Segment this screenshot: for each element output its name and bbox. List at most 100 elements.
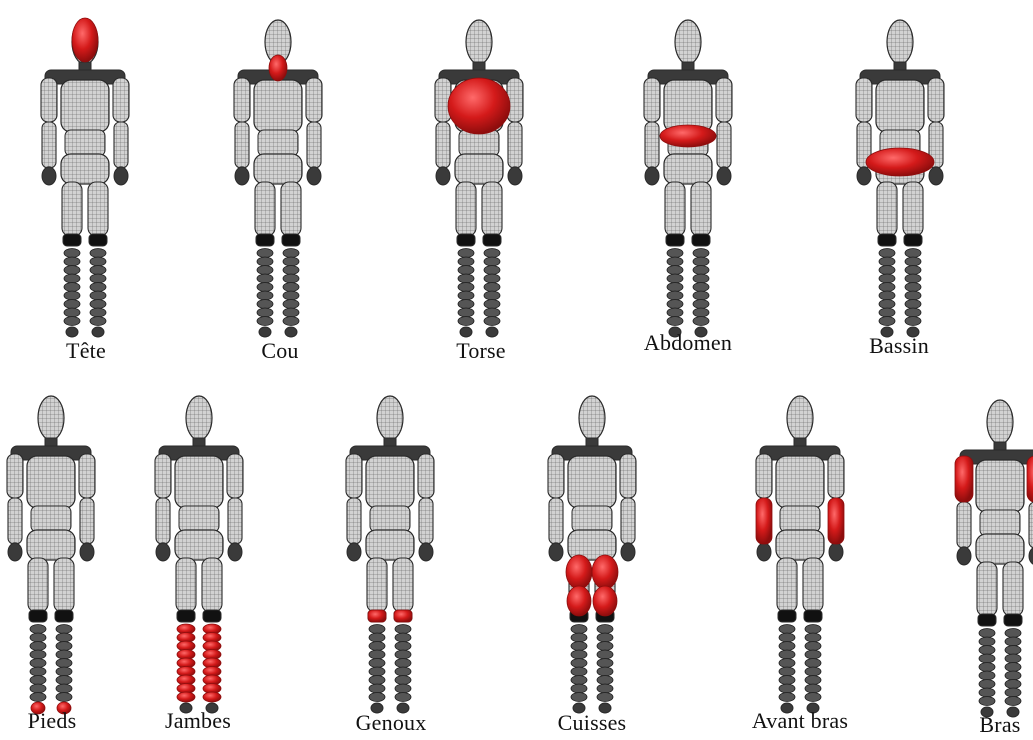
hand-shape <box>957 547 971 565</box>
shin-segment <box>64 283 80 292</box>
hand-shape <box>235 167 249 185</box>
shin-segment <box>779 633 795 642</box>
shin-segment <box>369 659 385 668</box>
shin-segment <box>484 300 500 309</box>
head-shape <box>579 396 605 440</box>
caption-avantbras: Avant bras <box>752 708 848 734</box>
highlight-forearm <box>756 498 772 544</box>
shin-segment <box>56 650 72 659</box>
highlight-upper-arm <box>1027 456 1033 502</box>
shin-segment <box>779 659 795 668</box>
chest-shape <box>664 80 712 132</box>
pelvis-shape <box>976 534 1024 564</box>
head-shape <box>186 396 212 440</box>
upper-arm-shape <box>548 454 564 498</box>
shin-segment <box>90 291 106 300</box>
shin-segment <box>805 676 821 685</box>
forearm-shape <box>645 122 659 168</box>
shin-segment <box>905 317 921 326</box>
shin-segment <box>779 650 795 659</box>
head-shape <box>675 20 701 64</box>
shin-segment <box>597 625 613 634</box>
foot-shape <box>66 327 78 337</box>
shin-segment <box>458 291 474 300</box>
shin-segment <box>779 625 795 634</box>
forearm-shape <box>621 498 635 544</box>
thigh-shape <box>777 558 797 612</box>
shin-segment <box>1005 671 1021 680</box>
shin-segment <box>979 680 995 689</box>
caption-pieds: Pieds <box>28 708 77 734</box>
hand-shape <box>42 167 56 185</box>
caption-jambes: Jambes <box>165 708 231 734</box>
chest-shape <box>27 456 75 508</box>
thigh-shape <box>1003 562 1023 616</box>
shin-segment <box>458 266 474 275</box>
shin-segment <box>283 308 299 317</box>
shin-segment <box>979 629 995 638</box>
shin-segment <box>597 693 613 702</box>
shin-segment <box>30 642 46 651</box>
thigh-shape <box>255 182 275 236</box>
shin-segment <box>64 291 80 300</box>
hand-shape <box>228 543 242 561</box>
shin-segment <box>979 663 995 672</box>
foot-shape <box>92 327 104 337</box>
shin-segment <box>283 257 299 266</box>
shin-segment <box>571 676 587 685</box>
figure-jambes <box>154 386 244 706</box>
shin-segment <box>905 266 921 275</box>
hand-shape <box>419 543 433 561</box>
shin-segment <box>979 697 995 706</box>
shin-segment <box>257 274 273 283</box>
forearm-shape <box>228 498 242 544</box>
shin-segment <box>667 291 683 300</box>
shin-segment <box>805 625 821 634</box>
shin-segment <box>879 300 895 309</box>
shin-segment <box>30 684 46 693</box>
abdomen-shape <box>31 506 71 532</box>
thigh-shape <box>88 182 108 236</box>
shin-segment <box>30 650 46 659</box>
shin-segment <box>905 308 921 317</box>
shin-segment <box>56 684 72 693</box>
chest-shape <box>876 80 924 132</box>
shin-segment <box>667 308 683 317</box>
shin-segment <box>283 300 299 309</box>
shin-segment <box>667 274 683 283</box>
highlight-head <box>72 18 98 62</box>
shin-segment <box>667 283 683 292</box>
shin-segment <box>56 667 72 676</box>
upper-arm-shape <box>928 78 944 122</box>
highlight-abdomen <box>660 125 716 147</box>
shin-segment <box>369 684 385 693</box>
knee-shape <box>878 234 896 246</box>
mannequin-figure <box>345 386 435 706</box>
shin-segment <box>1005 629 1021 638</box>
shin-segment <box>64 308 80 317</box>
shin-segment <box>395 659 411 668</box>
pelvis-shape <box>254 154 302 184</box>
upper-arm-shape <box>756 454 772 498</box>
shin-segment <box>571 667 587 676</box>
shin-segment <box>693 291 709 300</box>
shin-segment <box>283 249 299 258</box>
thigh-shape <box>54 558 74 612</box>
shin-segment <box>283 291 299 300</box>
upper-arm-shape <box>41 78 57 122</box>
shin-segment <box>56 676 72 685</box>
shin-segment <box>879 291 895 300</box>
shin-segment <box>484 257 500 266</box>
shin-segment <box>30 693 46 702</box>
upper-arm-shape <box>716 78 732 122</box>
mannequin-figure <box>40 10 130 340</box>
hand-shape <box>829 543 843 561</box>
caption-torse: Torse <box>456 338 506 364</box>
forearm-shape <box>419 498 433 544</box>
highlight-neck <box>269 55 287 81</box>
head-shape <box>887 20 913 64</box>
shin-segment <box>64 317 80 326</box>
caption-bassin: Bassin <box>869 333 929 359</box>
shin-segment <box>571 650 587 659</box>
figure-bassin <box>855 10 945 340</box>
